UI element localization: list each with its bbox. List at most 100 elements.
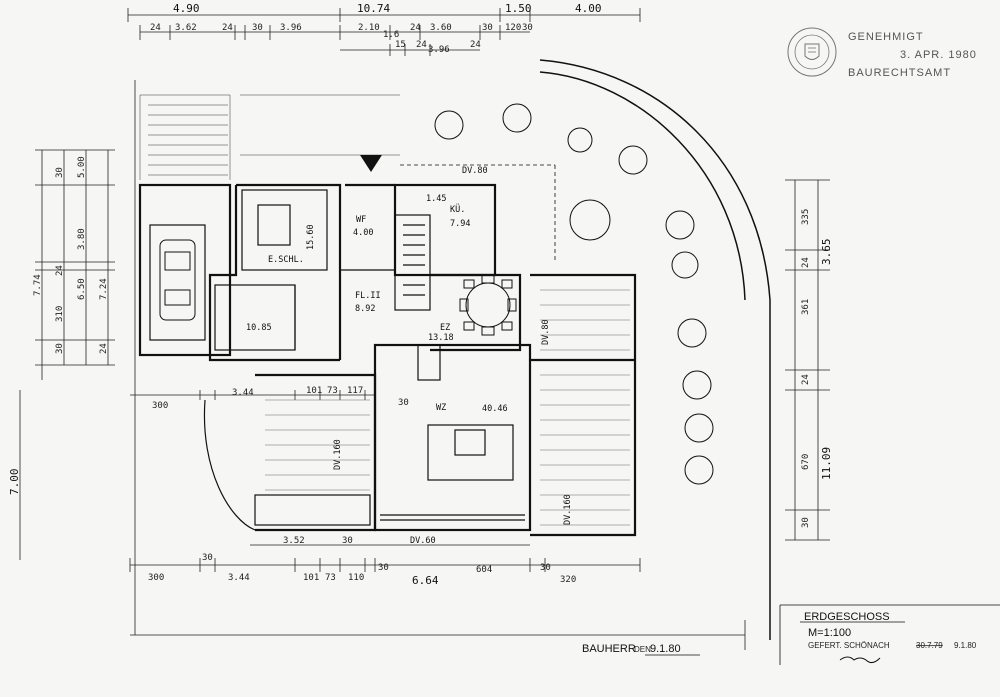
dim-bottom-5: 110: [348, 573, 364, 583]
title-scale: M=1:100: [808, 627, 851, 639]
dim-top-r1b-0: 120: [505, 23, 521, 33]
room-wf-label: WF: [356, 215, 366, 225]
left-planting-curve: [203, 399, 256, 531]
dim-bottom-4: 73: [325, 573, 336, 583]
dim-left-v1-4: 24: [99, 343, 109, 354]
dim-top-r1-5: 2.10: [358, 23, 380, 33]
dim-right-v-2: 361: [801, 299, 811, 315]
dim-left-total: 7.74: [33, 274, 43, 296]
room-ku-small: 1.45: [426, 194, 446, 204]
dim-bottom-6: 30: [378, 563, 389, 573]
dim-bottom-7: 6.64: [412, 574, 439, 587]
dim-right-a: 3.65: [820, 239, 833, 266]
garden-trees: [434, 103, 714, 485]
dim-top-r1b-1: 30: [522, 23, 533, 33]
room-eschl-area: 15.60: [306, 224, 316, 250]
car-symbol: [159, 239, 196, 321]
room-bad-area: 10.85: [246, 323, 272, 333]
dim-upper-4: 117: [347, 386, 363, 396]
room-flur-area: 8.92: [355, 304, 375, 314]
interior-walls: [214, 189, 525, 526]
dim-bottom-0: 300: [148, 573, 164, 583]
dim-top-r2-3: 3.96: [428, 45, 450, 55]
hatching: [139, 94, 400, 180]
dim-bottom-8: 604: [476, 565, 492, 575]
building-walls: [138, 183, 637, 537]
dim-left-v1-1: 24: [55, 265, 65, 276]
dim-right-v-3: 24: [801, 374, 811, 385]
title-date: 9.1.80: [954, 641, 977, 650]
dim-left-c: 3.80: [77, 228, 87, 250]
dim-bottom-10: 320: [560, 575, 576, 585]
dim-mid-0: 3.52: [283, 536, 305, 546]
dim-top-r2-4: 24: [470, 40, 481, 50]
left-dimension-lines: [19, 149, 115, 560]
dim-bottom-3: 101: [303, 573, 319, 583]
room-ez-area: 13.18: [428, 333, 454, 343]
dim-top-c: 4.00: [575, 2, 602, 15]
dim-top-r2-2: 24: [416, 40, 427, 50]
owner-date: 9.1.80: [650, 643, 681, 655]
right-dimension-lines: [785, 179, 830, 541]
dim-right-v-5: 30: [801, 517, 811, 528]
dim-upper-5: 30: [398, 398, 409, 408]
dim-mid-2: DV.60: [410, 536, 436, 546]
dim-top-r1-6: 24: [410, 23, 421, 33]
dim-left-b: 7.24: [99, 278, 109, 300]
dim-top-b: 1.50: [505, 2, 532, 15]
title-drawn-strike: 30.7.79: [916, 641, 943, 650]
dim-left-v1-3: 30: [55, 343, 65, 354]
dim-upper-2: 101: [306, 386, 322, 396]
dim-upper-0: 300: [152, 401, 168, 411]
dim-upper-1: 3.44: [232, 388, 254, 398]
stamp-line1: GENEHMIGT: [848, 31, 924, 43]
dim-top-r1-7: 3.60: [430, 23, 452, 33]
dim-bottom-9: 30: [540, 563, 551, 573]
dim-top-r1-4: 3.96: [280, 23, 302, 33]
dim-top-r1-2: 24: [222, 23, 233, 33]
room-ku-label: KÜ.: [450, 204, 465, 215]
canopy-outline: [400, 164, 556, 260]
dim-top-r1-3: 30: [252, 23, 263, 33]
entrance-marker: [360, 155, 382, 172]
owner-label: BAUHERR: [582, 643, 636, 655]
dim-top-r2-0: 1.6: [383, 30, 399, 40]
owner-den: DEN: [634, 645, 651, 654]
title-block-frame: [779, 604, 1000, 665]
dining-table: [459, 274, 517, 336]
dim-bottom-2: 3.44: [228, 573, 250, 583]
dim-left-a: 5.00: [77, 156, 87, 178]
dim-bottom-1: 30: [202, 553, 213, 563]
room-ku-area: 7.94: [450, 219, 470, 229]
stamp-line2: 3. APR. 1980: [900, 49, 977, 61]
dim-top-r1-0: 24: [150, 23, 161, 33]
room-dv80-top: DV.80: [462, 166, 488, 176]
room-wz-area: 40.46: [482, 404, 508, 414]
dim-right-b: 11.09: [820, 447, 833, 480]
dim-left-v1-0: 30: [55, 167, 65, 178]
dim-top-r1-8: 30: [482, 23, 493, 33]
room-wf-area: 4.00: [353, 228, 373, 238]
stamp-line3: BAURECHTSAMT: [848, 67, 951, 79]
title-erdgeschoss: ERDGESCHOSS: [804, 611, 890, 623]
room-flur-label: FL.II: [355, 291, 381, 301]
room-dv-left: DV.160: [333, 439, 343, 470]
top-dimension-lines: [127, 8, 641, 56]
road-curve: [539, 59, 771, 640]
dim-upper-3: 73: [327, 386, 338, 396]
dim-mid-1: 30: [342, 536, 353, 546]
dim-left-d: 6.50: [77, 278, 87, 300]
paving-pattern: [265, 289, 630, 526]
room-eschl-label: E.SCHL.: [268, 255, 304, 265]
dim-top-total: 10.74: [357, 2, 390, 15]
dim-right-v-4: 670: [801, 454, 811, 470]
title-drawn: GEFERT. SCHÖNACH: [808, 641, 890, 650]
signature: [839, 656, 881, 664]
room-wz-label: WZ: [436, 403, 446, 413]
dim-right-v-1: 24: [801, 257, 811, 268]
room-dv160: DV.160: [563, 494, 573, 525]
dim-top-r2-1: 15: [395, 40, 406, 50]
